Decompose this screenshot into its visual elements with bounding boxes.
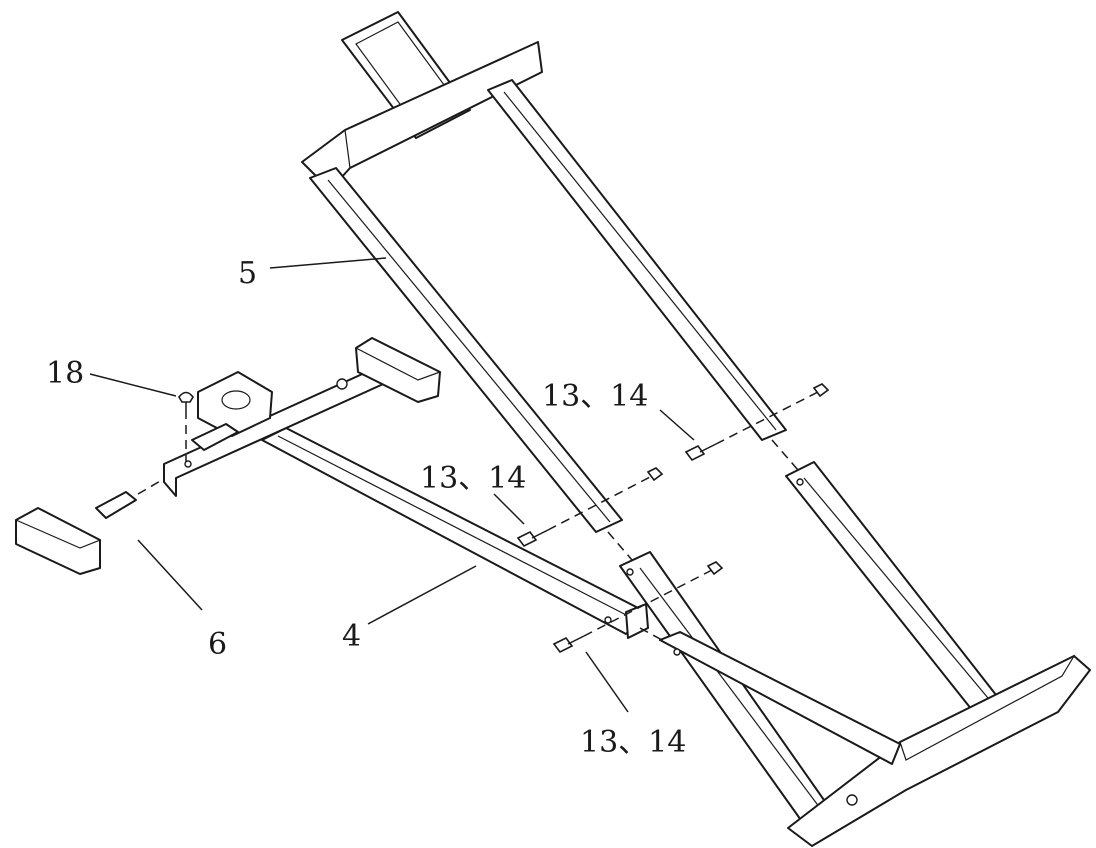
callout-bolts-middle: 13、14 [420,461,526,496]
bolt-18 [178,391,194,462]
assembly-axis-lines [137,439,799,641]
bolt-set-middle [516,467,664,548]
part-6-t-frame [14,337,442,575]
callout-part-6: 6 [208,627,227,662]
callout-part-18: 18 [46,356,84,391]
callout-part-5: 5 [238,256,257,291]
bolt-set-lower [552,561,724,654]
bolt-set-upper [684,383,830,462]
callout-bolts-upper: 13、14 [542,379,648,414]
callout-bolts-lower: 13、14 [580,725,686,760]
part-4-long-beam [261,427,649,639]
callout-leaders [89,257,695,713]
callout-part-4: 4 [342,619,361,654]
part-5-inclined-frame [301,11,1091,847]
